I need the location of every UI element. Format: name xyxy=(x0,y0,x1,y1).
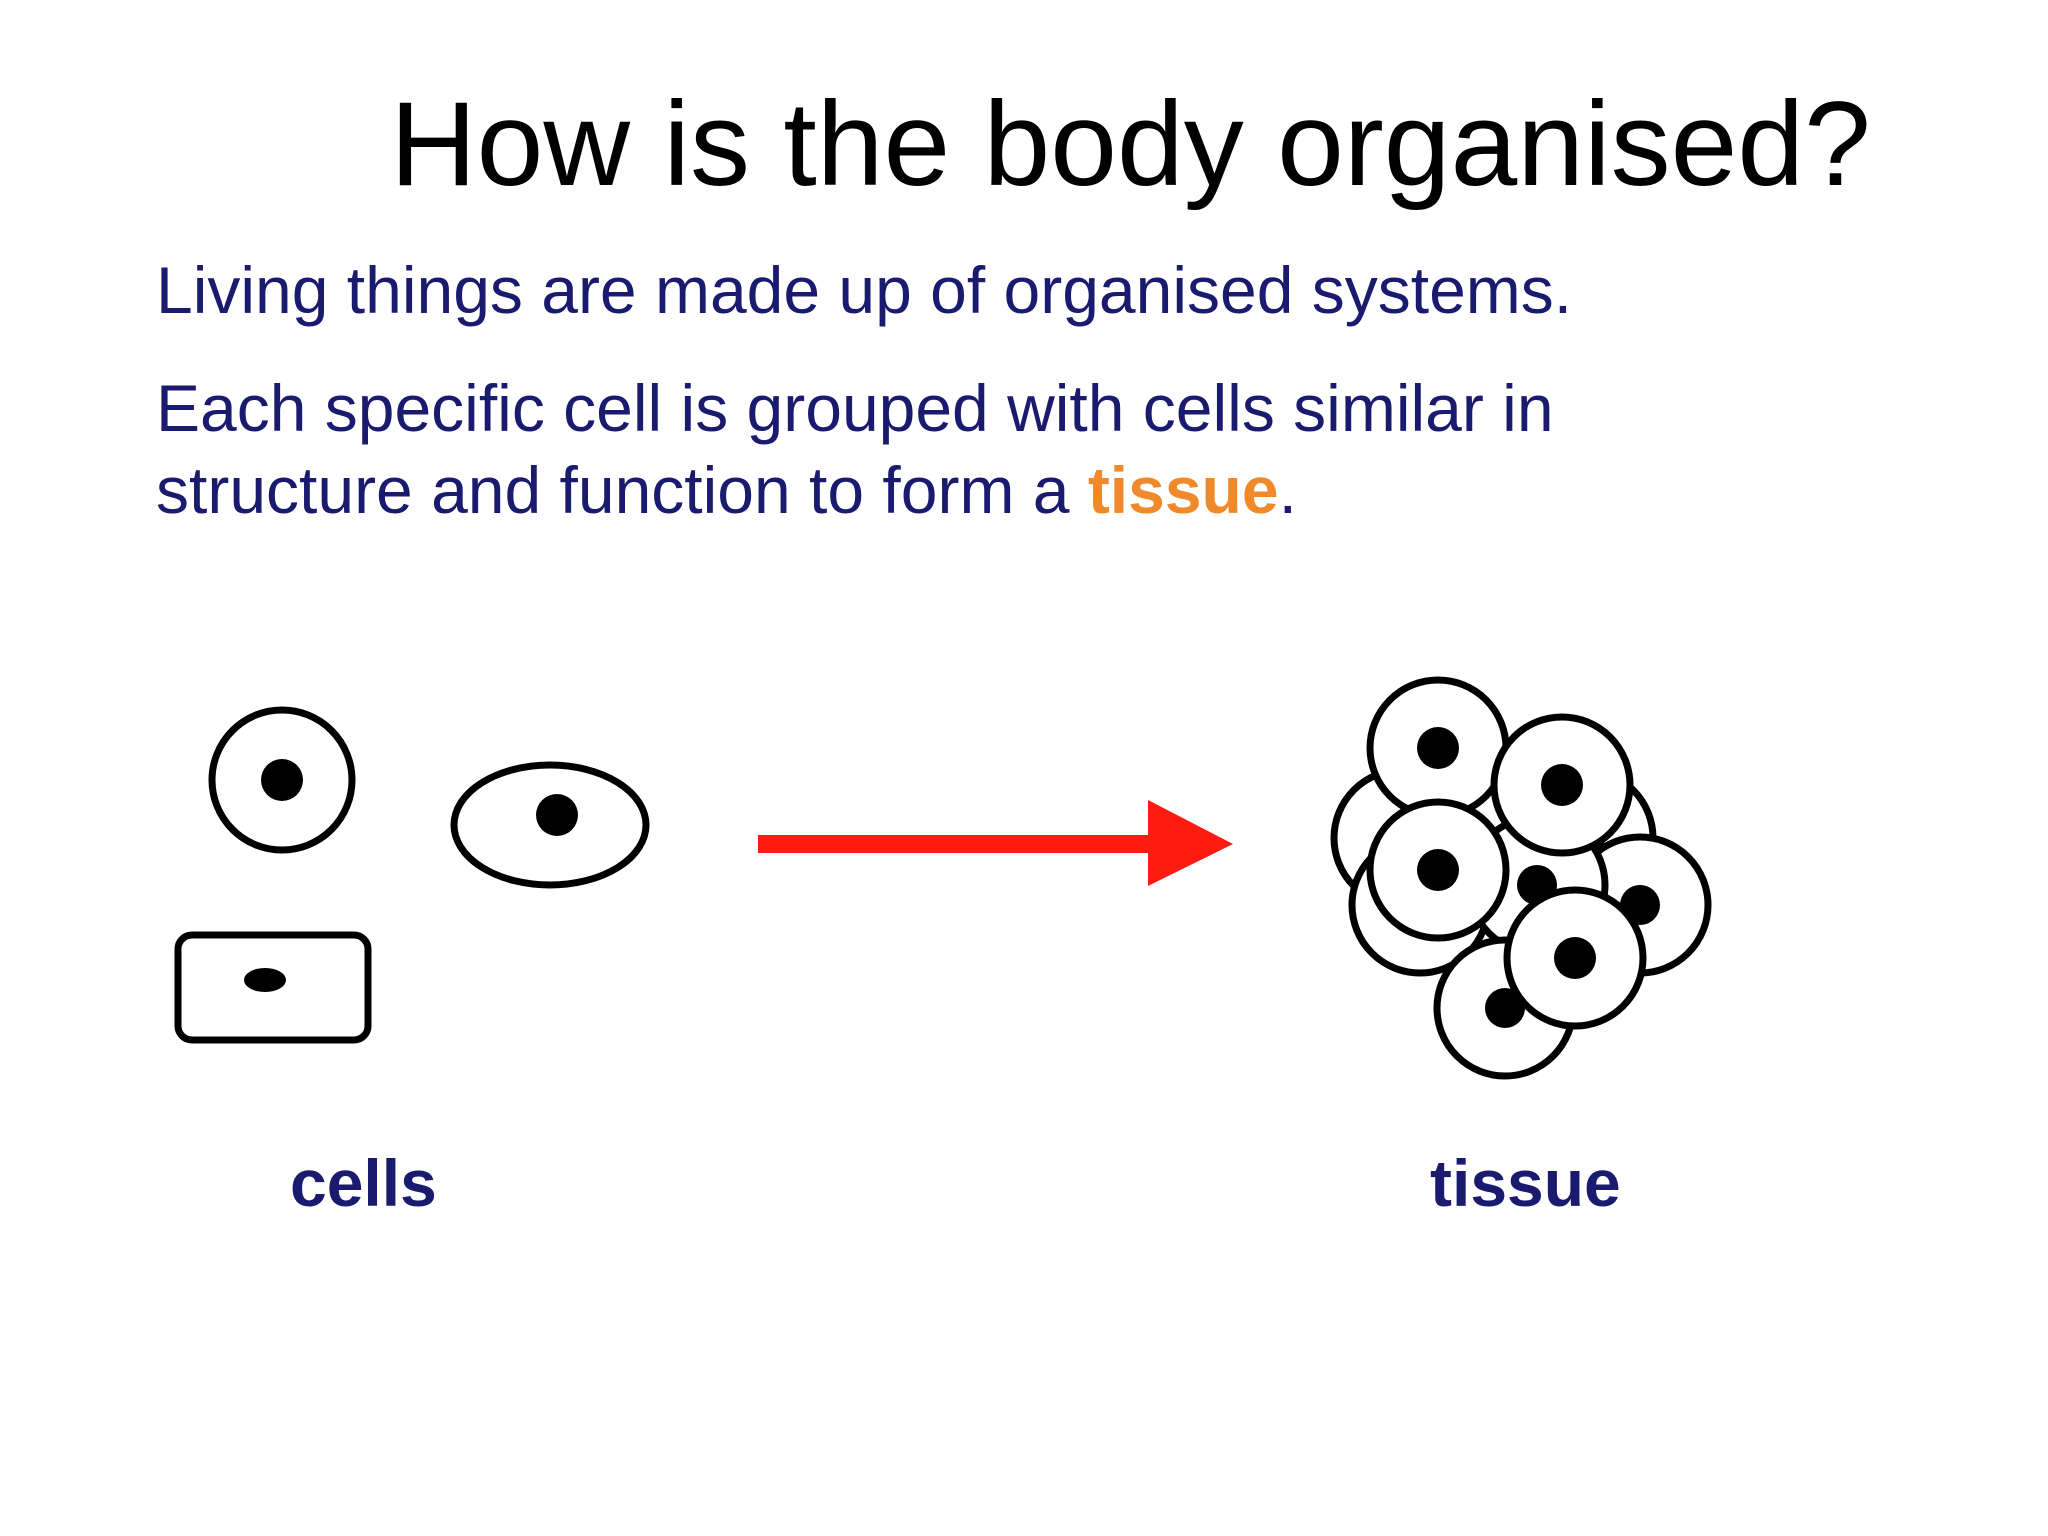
slide-title: How is the body organised? xyxy=(390,77,1871,211)
tissue-definition-period: . xyxy=(1278,452,1297,527)
arrow xyxy=(758,800,1233,886)
tissue-definition-line-2: structure and function to form a tissue. xyxy=(156,450,1554,532)
oval-cell xyxy=(450,761,650,889)
intro-paragraph: Living things are made up of organised s… xyxy=(156,253,1573,327)
cells-label: cells xyxy=(290,1146,437,1220)
tissue-cell xyxy=(1366,798,1510,942)
tissue-label: tissue xyxy=(1430,1146,1621,1220)
tissue-definition-line-2-text: structure and function to form a xyxy=(156,452,1088,527)
round-cell xyxy=(208,706,356,854)
tissue-cell xyxy=(1490,713,1634,857)
tissue-definition-paragraph: Each specific cell is grouped with cells… xyxy=(156,368,1554,532)
tissue-definition-line-1: Each specific cell is grouped with cells… xyxy=(156,371,1554,445)
rectangular-cell xyxy=(174,931,372,1044)
tissue-cluster xyxy=(1330,676,1712,1080)
tissue-cell xyxy=(1503,886,1647,1030)
tissue-cell xyxy=(1366,676,1510,820)
individual-cells xyxy=(174,706,650,1044)
tissue-keyword: tissue xyxy=(1087,452,1279,527)
